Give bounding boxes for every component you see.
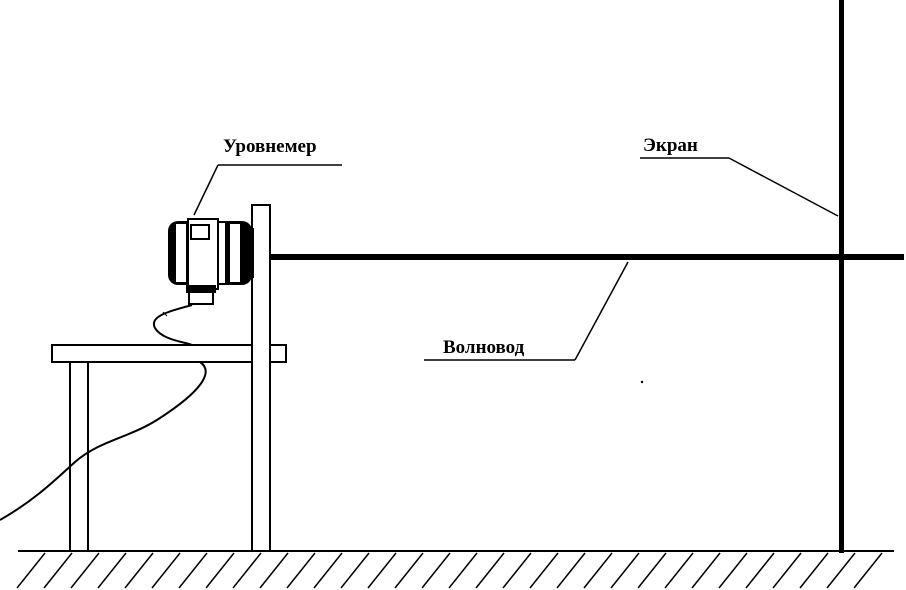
signal-cable [0, 361, 207, 521]
hatch-line [16, 552, 46, 589]
waveguide-label: Волновод [443, 337, 525, 358]
hatch-line [448, 552, 478, 589]
hatch-line [205, 552, 235, 589]
table-top [51, 344, 287, 363]
hatch-line [799, 552, 829, 589]
hatch-line [367, 552, 397, 589]
hatch-line [97, 552, 127, 589]
hatch-line [475, 552, 505, 589]
hatch-line [583, 552, 613, 589]
hatch-line [556, 552, 586, 589]
hatch-line [718, 552, 748, 589]
label-level-gauge: Уровнемер [193, 136, 342, 216]
hatch-line [826, 552, 856, 589]
waveguide-rod [270, 254, 904, 260]
hatch-line [664, 552, 694, 589]
hatch-line [259, 552, 289, 589]
hatch-line [313, 552, 343, 589]
label-waveguide: Волновод [424, 261, 629, 361]
screen-plate [839, 0, 844, 553]
hatch-line [745, 552, 775, 589]
level-gauge-label: Уровнемер [223, 136, 317, 157]
hatch-line [178, 552, 208, 589]
hatch-line [502, 552, 532, 589]
stray-dot [640, 380, 644, 384]
hatch-line [43, 552, 73, 589]
hatch-line [421, 552, 451, 589]
floor-hatching [16, 552, 883, 589]
hatch-line [151, 552, 181, 589]
mounting-stand [251, 204, 271, 552]
hatch-line [340, 552, 370, 589]
hatch-line [853, 552, 883, 589]
hatch-line [124, 552, 154, 589]
floor [16, 550, 894, 589]
label-screen: Экран [640, 135, 839, 217]
screen-label: Экран [643, 135, 698, 156]
hatch-line [232, 552, 262, 589]
table-leg-left [69, 361, 89, 552]
hatch-line [772, 552, 802, 589]
hatch-line [637, 552, 667, 589]
hatch-line [529, 552, 559, 589]
hatch-line [394, 552, 424, 589]
level-gauge-device [168, 218, 254, 305]
device-cable [152, 304, 193, 346]
hatch-line [610, 552, 640, 589]
table [51, 344, 287, 552]
hatch-line [691, 552, 721, 589]
hatch-line [286, 552, 316, 589]
hatch-line [70, 552, 100, 589]
